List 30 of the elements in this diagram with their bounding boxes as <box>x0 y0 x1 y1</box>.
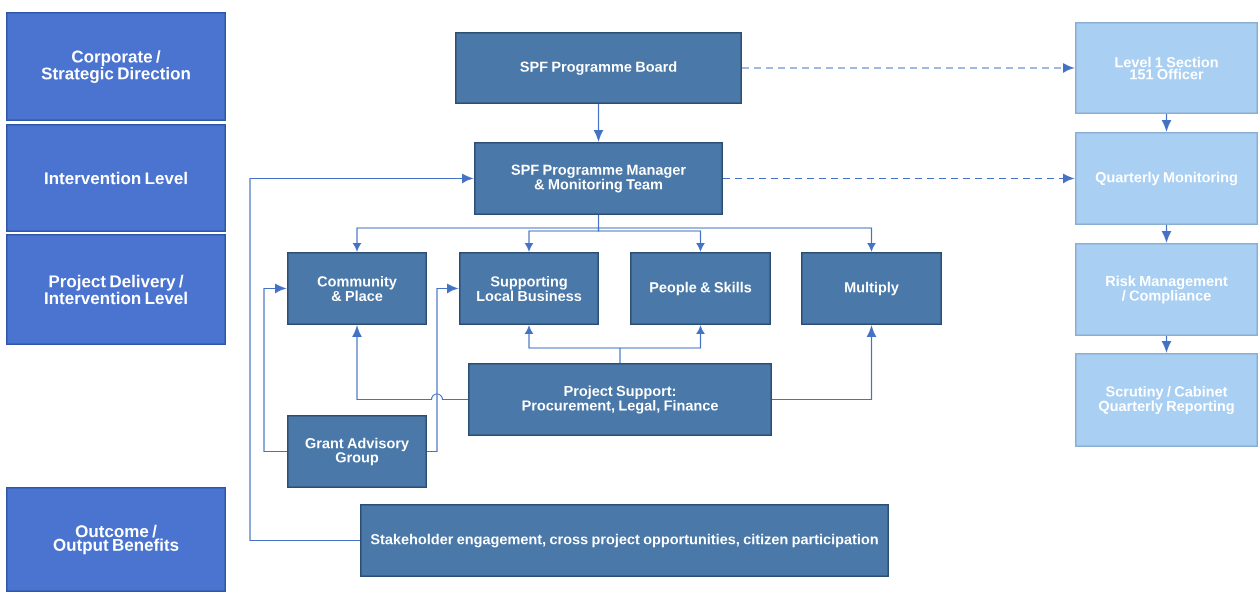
reporting-box: Quarterly Monitoring <box>1075 132 1258 225</box>
connector-arrow <box>263 284 288 453</box>
dashed-arrow <box>741 63 1074 73</box>
connector-arrow <box>594 103 603 141</box>
connector-arrow <box>426 284 458 453</box>
dashed-arrow <box>722 174 1074 183</box>
process-box: Grant Advisory Group <box>287 415 427 488</box>
connector-arrow <box>352 326 469 401</box>
reporting-box: Level 1 Section 151 Officer <box>1075 22 1258 114</box>
process-box: SPF Programme Manager & Monitoring Team <box>474 142 723 215</box>
process-box: People & Skills <box>630 252 771 325</box>
level-band: Corporate / Strategic Direction <box>6 12 226 121</box>
connector-arrow <box>525 326 705 364</box>
level-band: Outcome / Output Benefits <box>6 487 226 592</box>
process-box: Community & Place <box>287 252 427 325</box>
connector-arrow <box>353 214 876 251</box>
reporting-box: Scrutiny / Cabinet Quarterly Reporting <box>1075 353 1258 447</box>
connector-arrow <box>1162 113 1171 131</box>
process-box: Multiply <box>801 252 942 325</box>
connector-arrow <box>1162 224 1171 242</box>
process-box: SPF Programme Board <box>455 32 742 104</box>
process-box: Supporting Local Business <box>459 252 599 325</box>
process-box: Stakeholder engagement, cross project opportunities, citizen participation <box>360 504 889 577</box>
level-band: Intervention Level <box>6 124 226 232</box>
process-box: Project Support: Procurement, Legal, Finance <box>468 363 772 436</box>
connector-arrow <box>771 326 876 401</box>
level-band: Project Delivery / Intervention Level <box>6 234 226 345</box>
connector-arrow <box>249 174 473 542</box>
reporting-box: Risk Management / Compliance <box>1075 243 1258 336</box>
connector-arrow <box>1162 335 1171 352</box>
